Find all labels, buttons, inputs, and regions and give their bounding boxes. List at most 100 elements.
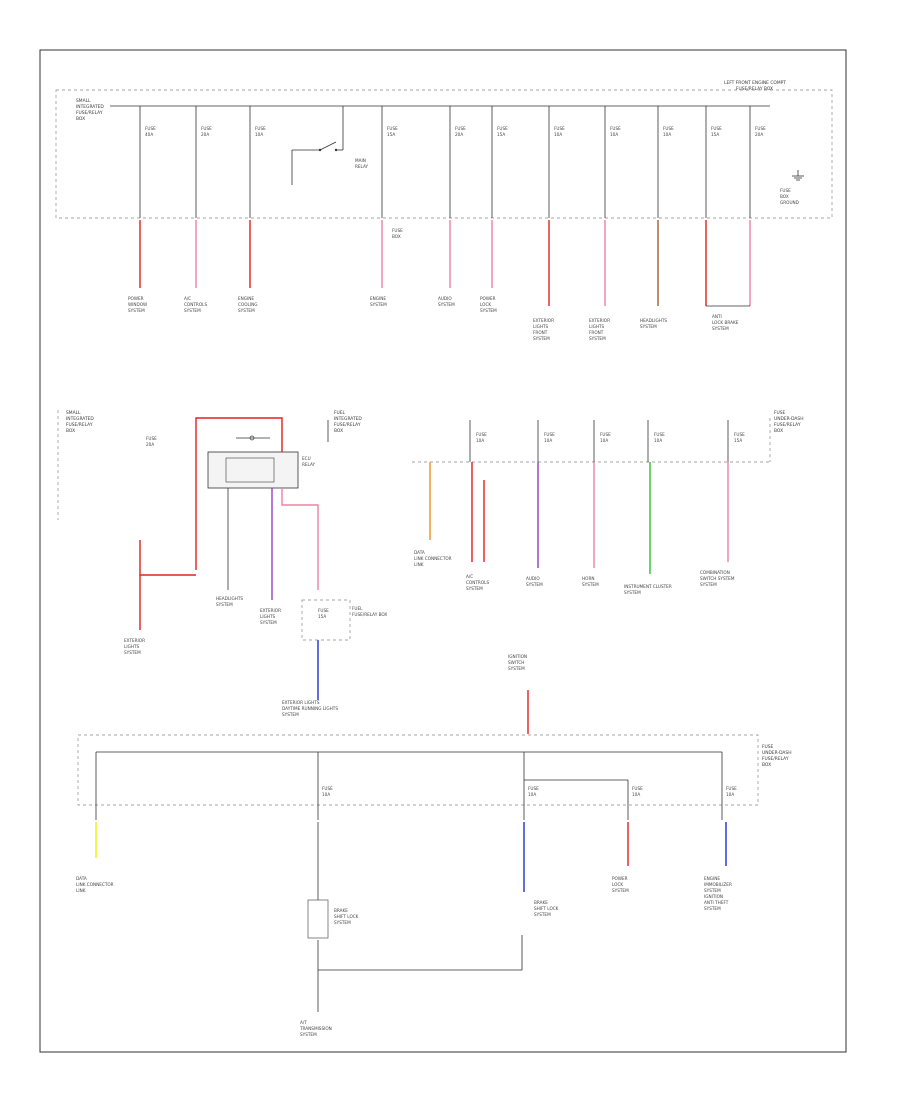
svg-text:FUSE/RELAY: FUSE/RELAY <box>762 756 789 762</box>
svg-text:10A: 10A <box>654 438 662 443</box>
svg-text:EXTERIOR: EXTERIOR <box>124 638 145 643</box>
svg-text:ENGINE: ENGINE <box>238 296 254 301</box>
svg-text:10A: 10A <box>726 792 734 797</box>
svg-text:AUDIO: AUDIO <box>438 296 452 301</box>
svg-text:MAIN: MAIN <box>355 158 366 163</box>
svg-text:FUSE: FUSE <box>774 410 786 416</box>
svg-text:FUSE: FUSE <box>610 126 621 131</box>
svg-text:LINK: LINK <box>76 888 86 893</box>
svg-text:LOCK: LOCK <box>480 302 491 307</box>
svg-text:SYSTEM: SYSTEM <box>282 712 299 717</box>
svg-text:FUSE: FUSE <box>146 436 157 441</box>
top-fuse-box-outline <box>55 89 833 219</box>
svg-text:SYSTEM: SYSTEM <box>700 582 717 587</box>
svg-text:10A: 10A <box>632 792 640 797</box>
svg-text:LIGHTS: LIGHTS <box>533 324 549 329</box>
svg-text:SYSTEM: SYSTEM <box>612 888 629 893</box>
svg-text:SYSTEM: SYSTEM <box>508 666 525 671</box>
svg-text:LINK: LINK <box>414 562 424 567</box>
svg-text:SHIFT LOCK: SHIFT LOCK <box>334 914 359 919</box>
top-wire-segments <box>139 220 751 307</box>
svg-text:SMALL: SMALL <box>76 98 91 104</box>
svg-text:SYSTEM: SYSTEM <box>124 650 141 655</box>
svg-text:FUSE: FUSE <box>734 432 745 437</box>
svg-text:AUDIO: AUDIO <box>526 576 540 581</box>
svg-text:BOX: BOX <box>66 428 75 434</box>
svg-text:UNDER-DASH: UNDER-DASH <box>762 750 792 756</box>
svg-text:SYSTEM: SYSTEM <box>712 326 729 331</box>
svg-text:FUSE: FUSE <box>554 126 565 131</box>
svg-text:FUSE/RELAY BOX: FUSE/RELAY BOX <box>736 86 773 92</box>
svg-text:HEADLIGHTS: HEADLIGHTS <box>216 596 243 601</box>
svg-text:TRANSMISSION: TRANSMISSION <box>299 1026 332 1031</box>
svg-text:EXTERIOR: EXTERIOR <box>533 318 554 323</box>
svg-text:10A: 10A <box>544 438 552 443</box>
svg-text:FUEL: FUEL <box>352 606 363 611</box>
svg-text:A/T: A/T <box>300 1020 307 1025</box>
svg-text:FUEL: FUEL <box>334 410 346 416</box>
svg-text:SYSTEM: SYSTEM <box>128 308 145 313</box>
svg-text:DATA: DATA <box>76 876 87 881</box>
svg-text:SYSTEM: SYSTEM <box>624 590 641 595</box>
switch-icon <box>292 141 343 152</box>
svg-text:SYSTEM: SYSTEM <box>466 586 483 591</box>
svg-text:FUSE: FUSE <box>726 786 737 791</box>
svg-text:FUSE: FUSE <box>711 126 722 131</box>
svg-text:FUSE: FUSE <box>528 786 539 791</box>
svg-text:SYSTEM: SYSTEM <box>640 324 657 329</box>
svg-text:20A: 20A <box>201 132 209 137</box>
svg-text:SYSTEM: SYSTEM <box>704 888 721 893</box>
svg-text:SYSTEM: SYSTEM <box>526 582 543 587</box>
svg-text:BOX: BOX <box>780 194 789 199</box>
svg-text:BOX: BOX <box>762 762 771 768</box>
svg-text:SYSTEM: SYSTEM <box>238 308 255 313</box>
svg-text:FUSE: FUSE <box>322 786 333 791</box>
svg-text:BOX: BOX <box>76 116 85 122</box>
svg-text:15A: 15A <box>734 438 742 443</box>
svg-text:FUSE/RELAY: FUSE/RELAY <box>66 422 93 428</box>
svg-text:FRONT: FRONT <box>589 330 604 335</box>
svg-text:FUSE: FUSE <box>255 126 266 131</box>
svg-text:10A: 10A <box>600 438 608 443</box>
svg-text:20A: 20A <box>755 132 763 137</box>
svg-text:EXTERIOR LIGHTS: EXTERIOR LIGHTS <box>282 700 320 705</box>
svg-text:COMBINATION: COMBINATION <box>700 570 730 575</box>
svg-text:ENGINE: ENGINE <box>704 876 720 881</box>
svg-text:15A: 15A <box>318 614 326 619</box>
svg-text:DAYTIME RUNNING LIGHTS: DAYTIME RUNNING LIGHTS <box>282 706 338 711</box>
svg-text:FUSE: FUSE <box>145 126 156 131</box>
svg-text:BRAKE: BRAKE <box>534 900 548 905</box>
svg-text:FUSE/RELAY: FUSE/RELAY <box>334 422 361 428</box>
svg-text:FUSE: FUSE <box>387 126 398 131</box>
svg-text:LIGHTS: LIGHTS <box>589 324 605 329</box>
fuse-icon <box>301 599 351 641</box>
svg-text:DATA: DATA <box>414 550 425 555</box>
svg-text:10A: 10A <box>255 132 263 137</box>
svg-text:A/C: A/C <box>184 296 191 301</box>
svg-text:ENGINE: ENGINE <box>370 296 386 301</box>
svg-text:10A: 10A <box>528 792 536 797</box>
svg-text:POWER: POWER <box>612 876 628 881</box>
svg-text:IMMOBILIZER: IMMOBILIZER <box>704 882 732 887</box>
svg-text:10A: 10A <box>663 132 671 137</box>
svg-text:15A: 15A <box>387 132 395 137</box>
svg-text:FUSE: FUSE <box>762 744 774 750</box>
svg-text:SYSTEM: SYSTEM <box>370 302 387 307</box>
bottom-wires <box>95 822 727 1012</box>
svg-text:IGNITION: IGNITION <box>704 894 723 899</box>
svg-text:RELAY: RELAY <box>302 462 316 467</box>
svg-text:FUSE: FUSE <box>455 126 466 131</box>
svg-text:FUSE: FUSE <box>497 126 508 131</box>
svg-text:SYSTEM: SYSTEM <box>534 912 551 917</box>
svg-text:FUSE/RELAY: FUSE/RELAY <box>76 110 103 116</box>
svg-text:INTEGRATED: INTEGRATED <box>66 416 94 422</box>
svg-text:FUSE: FUSE <box>392 228 403 233</box>
svg-text:A/C: A/C <box>466 574 473 579</box>
svg-text:15A: 15A <box>497 132 505 137</box>
svg-text:INTEGRATED: INTEGRATED <box>76 104 104 110</box>
svg-text:GROUND: GROUND <box>780 200 799 205</box>
